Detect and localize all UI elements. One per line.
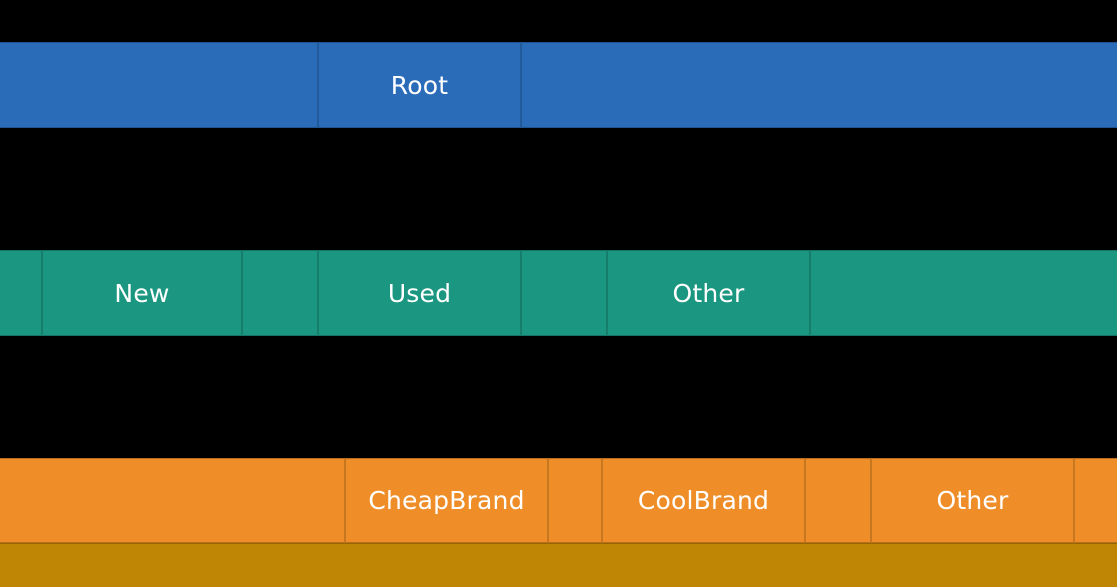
chart-node-used[interactable]: Used (318, 250, 521, 336)
chart-node-segment-2-6[interactable] (1074, 458, 1117, 543)
chart-node-other[interactable]: Other (607, 250, 810, 336)
chart-node-segment-2-4[interactable] (805, 458, 871, 543)
chart-node-root[interactable]: Root (318, 42, 521, 128)
chart-node-segment-1-2[interactable] (242, 250, 318, 336)
chart-node-segment-1-6[interactable] (810, 250, 1117, 336)
chart-level-root-level: Root (0, 42, 1117, 128)
chart-node-segment-2-0[interactable] (0, 458, 345, 543)
chart-node-label: Other (672, 278, 745, 308)
chart-level-brand-level: CheapBrand CoolBrand Other (0, 458, 1117, 543)
chart-level-leaf-level (0, 543, 1117, 587)
chart-node-cheapbrand[interactable]: CheapBrand (345, 458, 548, 543)
chart-node-segment-1-0[interactable] (0, 250, 42, 336)
chart-node-coolbrand[interactable]: CoolBrand (602, 458, 805, 543)
chart-level-condition-level: New Used Other (0, 250, 1117, 336)
chart-node-label: New (114, 278, 170, 308)
chart-node-segment-0-0[interactable] (0, 42, 318, 128)
chart-node-label: CoolBrand (637, 486, 770, 515)
chart-node-segment-3-0[interactable] (0, 543, 1117, 587)
chart-node-label: Used (387, 278, 452, 308)
chart-node-segment-0-2[interactable] (521, 42, 1117, 128)
chart-node-new[interactable]: New (42, 250, 242, 336)
chart-node-other[interactable]: Other (871, 458, 1074, 543)
chart-node-label: Other (936, 486, 1009, 515)
chart-node-segment-2-2[interactable] (548, 458, 602, 543)
chart-node-label: CheapBrand (368, 486, 525, 515)
chart-node-segment-1-4[interactable] (521, 250, 607, 336)
chart-node-label: Root (390, 70, 449, 100)
